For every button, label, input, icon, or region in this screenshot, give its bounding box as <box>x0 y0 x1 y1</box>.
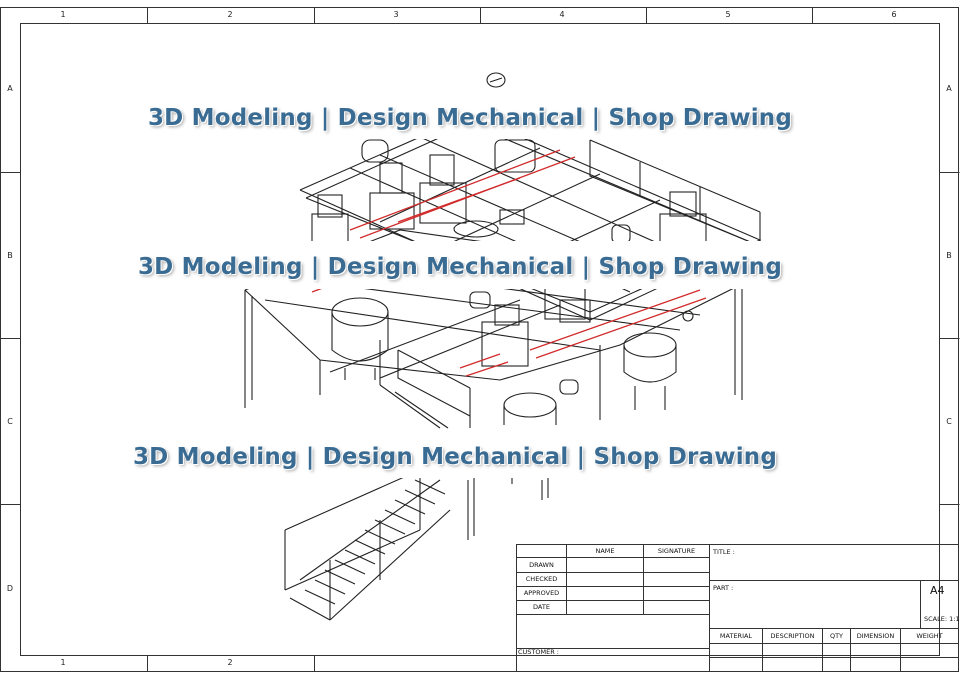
date-label: DATE <box>533 603 550 611</box>
sheet-border <box>0 7 960 672</box>
title-label: TITLE : <box>713 548 735 556</box>
description-header: DESCRIPTION <box>770 632 815 640</box>
dimension-header: DIMENSION <box>856 632 895 640</box>
row-label-c-left: C <box>7 417 13 426</box>
part-label: PART : <box>713 584 734 592</box>
row-label-a-right: A <box>946 84 952 93</box>
watermark-band-3 <box>160 430 792 478</box>
column-label-5: 5 <box>725 10 731 19</box>
name-header: NAME <box>595 547 615 555</box>
weight-header: WEIGHT <box>916 632 943 640</box>
bottom-column-label-1: 1 <box>60 658 66 667</box>
row-label-b-left: B <box>7 251 13 260</box>
bottom-column-label-2: 2 <box>227 658 233 667</box>
watermark-text-1: 3D Modeling | Design Mechanical | Shop D… <box>147 105 793 131</box>
row-label-d-left: D <box>6 584 14 593</box>
customer-label: CUSTOMER : <box>518 648 559 656</box>
column-label-2: 2 <box>227 10 233 19</box>
scale-label: SCALE: 1:1 <box>924 615 960 623</box>
signature-header: SIGNATURE <box>657 547 696 555</box>
watermark-text-2: 3D Modeling | Design Mechanical | Shop D… <box>137 254 783 280</box>
isometric-process-plant-icon <box>244 72 762 621</box>
qty-header: QTY <box>829 632 844 640</box>
material-header: MATERIAL <box>719 632 753 640</box>
checked-label: CHECKED <box>525 575 558 583</box>
column-label-3: 3 <box>393 10 399 19</box>
sheet-size: A4 <box>930 584 945 597</box>
row-label-b-right: B <box>946 251 952 260</box>
process-pipes <box>311 149 707 377</box>
watermark-text-3: 3D Modeling | Design Mechanical | Shop D… <box>132 444 778 470</box>
approved-label: APPROVED <box>523 589 560 597</box>
drawn-label: DRAWN <box>529 561 554 569</box>
watermark-band-2 <box>165 241 797 289</box>
watermark-band-1 <box>175 101 807 139</box>
column-label-4: 4 <box>559 10 565 19</box>
row-label-a-left: A <box>7 84 13 93</box>
row-label-c-right: C <box>946 417 952 426</box>
column-label-1: 1 <box>60 10 66 19</box>
title-block-lines <box>516 544 959 672</box>
column-label-6: 6 <box>891 10 897 19</box>
